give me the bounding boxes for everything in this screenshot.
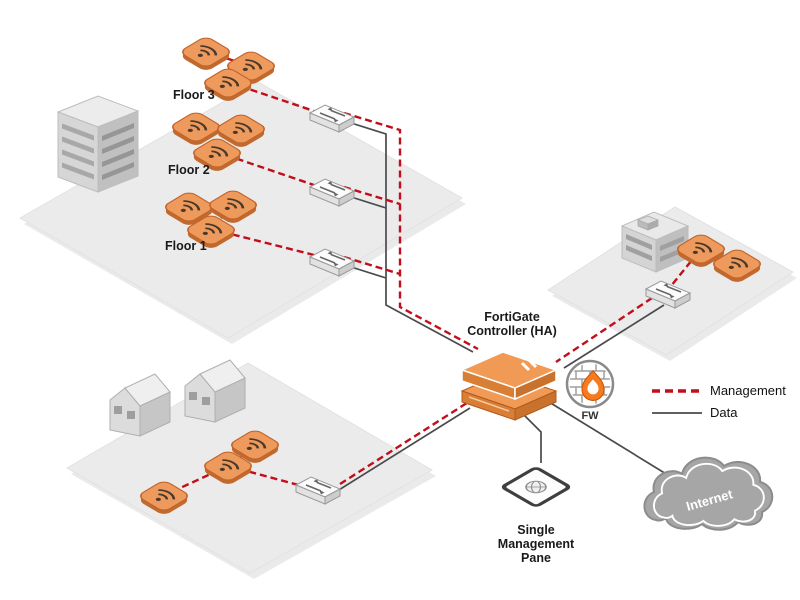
globe-icon [525, 480, 547, 494]
house-icon [184, 359, 246, 423]
fortigate-controller [459, 351, 559, 421]
internet-cloud: Internet [643, 456, 774, 531]
controller-label-line2: Controller (HA) [467, 324, 557, 338]
floor3-label: Floor 3 [173, 88, 215, 102]
floor1-label: Floor 1 [165, 239, 207, 253]
legend-data-label: Data [710, 405, 738, 420]
data-links [333, 121, 677, 494]
management-pane-icon [501, 467, 571, 507]
office-building-icon [56, 95, 140, 193]
branch-building-icon [620, 211, 690, 273]
flame-icon [581, 369, 605, 401]
pane-label-line1: Single [517, 523, 555, 537]
house-icon [109, 373, 171, 437]
access-point [177, 34, 235, 74]
rooftop-unit-icon [636, 215, 660, 231]
pane-label-line3: Pane [521, 551, 551, 565]
pane-label-line2: Management [498, 537, 575, 551]
floor2-label: Floor 2 [168, 163, 210, 177]
fortinet-logo-icon [520, 355, 545, 372]
legend: Management Data [652, 383, 786, 420]
firewall-label: FW [581, 410, 599, 422]
controller-label-line1: FortiGate [484, 310, 540, 324]
legend-management-label: Management [710, 383, 786, 398]
firewall-icon: FW [565, 359, 615, 422]
